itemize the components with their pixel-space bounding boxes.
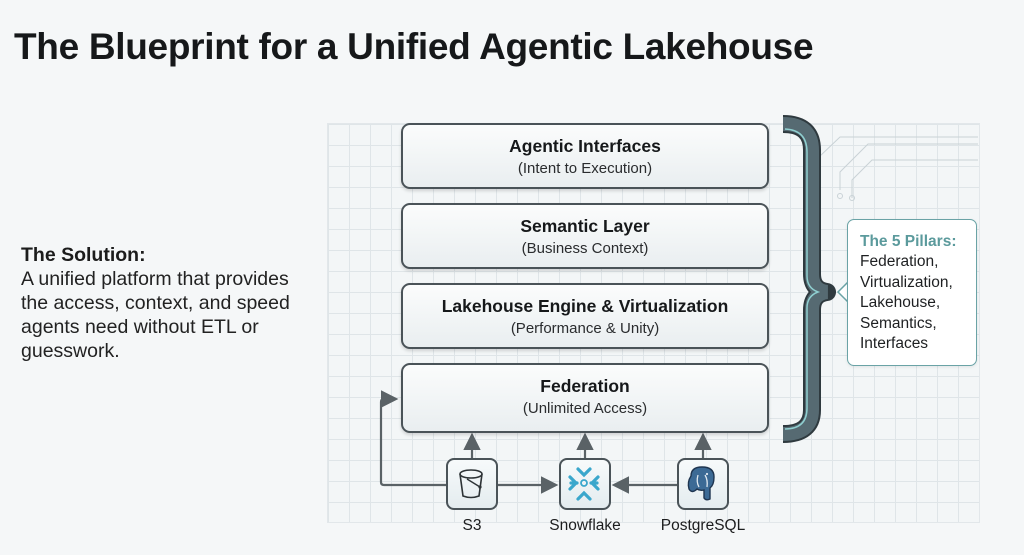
elephant-icon bbox=[687, 466, 715, 501]
source-label-postgresql: PostgreSQL bbox=[660, 517, 746, 534]
pillar-item: Lakehouse, bbox=[860, 294, 941, 311]
layer-semantic: Semantic Layer (Business Context) bbox=[401, 203, 769, 269]
pillar-item: Virtualization, bbox=[860, 273, 953, 291]
layer-subtitle: (Intent to Execution) bbox=[517, 160, 653, 177]
pillar-item: Federation, bbox=[860, 253, 939, 270]
solution-text: The Solution: A unified platform that pr… bbox=[21, 243, 321, 363]
source-postgresql bbox=[677, 458, 729, 510]
pillars-callout: The 5 Pillars: Federation, Virtualizatio… bbox=[847, 219, 977, 366]
callout-pointer bbox=[836, 281, 849, 303]
layer-subtitle: (Business Context) bbox=[521, 240, 649, 257]
layer-subtitle: (Unlimited Access) bbox=[522, 400, 648, 417]
solution-heading: The Solution: bbox=[21, 244, 146, 266]
bracket-shape bbox=[782, 115, 836, 443]
layer-subtitle: (Performance & Unity) bbox=[510, 320, 660, 337]
source-label-s3: S3 bbox=[462, 517, 482, 534]
layer-name: Lakehouse Engine & Virtualization bbox=[441, 296, 729, 316]
circuit-decoration bbox=[818, 136, 978, 201]
layer-name: Semantic Layer bbox=[520, 216, 650, 236]
layer-federation: Federation (Unlimited Access) bbox=[401, 363, 769, 433]
pillar-item: Interfaces bbox=[860, 335, 929, 352]
pillars-heading: The 5 Pillars: bbox=[860, 233, 957, 250]
snowflake-icon bbox=[568, 467, 600, 501]
bucket-icon bbox=[459, 469, 483, 499]
pillar-item: Semantics, bbox=[860, 314, 937, 332]
source-label-snowflake: Snowflake bbox=[549, 517, 621, 534]
layer-name: Agentic Interfaces bbox=[509, 136, 661, 156]
arrow-loop-to-federation bbox=[379, 390, 446, 487]
layer-agentic-interfaces: Agentic Interfaces (Intent to Execution) bbox=[401, 123, 769, 189]
page-title: The Blueprint for a Unified Agentic Lake… bbox=[14, 26, 814, 67]
source-snowflake bbox=[559, 458, 611, 510]
layer-lakehouse-engine: Lakehouse Engine & Virtualization (Perfo… bbox=[401, 283, 769, 349]
solution-body: A unified platform that provides the acc… bbox=[21, 268, 290, 362]
source-s3 bbox=[446, 458, 498, 510]
layer-name: Federation bbox=[540, 376, 630, 396]
